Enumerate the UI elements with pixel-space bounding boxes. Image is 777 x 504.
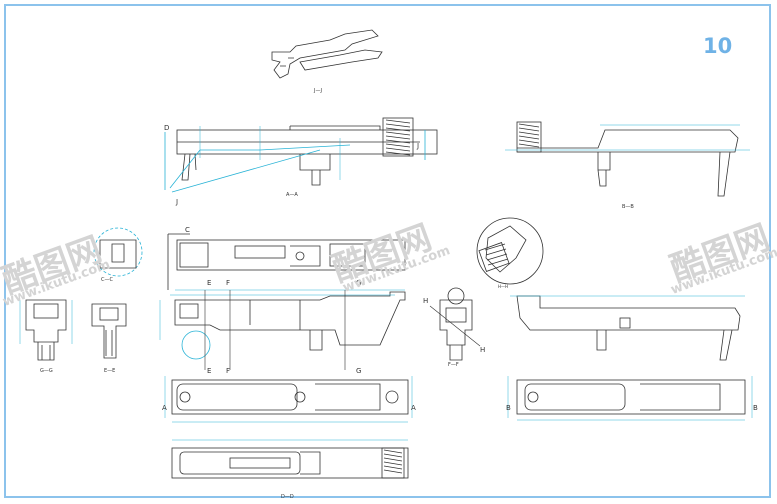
view-d-d: D—D bbox=[171, 439, 409, 500]
cut-letter-e2: E bbox=[207, 367, 211, 375]
label-d-d: D—D bbox=[281, 494, 294, 500]
view-right-elevation bbox=[510, 295, 745, 361]
label-b-b: B—B bbox=[622, 204, 634, 210]
cut-letter-h2: H bbox=[480, 346, 485, 354]
cut-letter-j1: J bbox=[416, 142, 419, 150]
label-c-c: C—C bbox=[101, 277, 113, 283]
cut-letter-f2: F bbox=[226, 367, 230, 375]
view-j-j: J—J bbox=[271, 29, 383, 94]
view-b-b: B—B bbox=[505, 121, 750, 210]
cut-letter-d: D bbox=[164, 124, 169, 132]
sheet-border bbox=[4, 4, 771, 498]
view-a-a: D J J A—A bbox=[164, 117, 438, 206]
label-h-h: H—H bbox=[498, 284, 508, 289]
view-bottom-plan-a: A A bbox=[162, 376, 416, 423]
label-j-j: J—J bbox=[313, 88, 322, 94]
cut-letter-h1: H bbox=[423, 297, 428, 305]
view-e-e: E—E bbox=[91, 303, 127, 374]
cut-letter-j2: J bbox=[175, 198, 178, 206]
label-f-f: F—F bbox=[448, 362, 459, 368]
cut-letter-g1: G bbox=[356, 279, 361, 287]
view-h-h: H—H bbox=[476, 217, 544, 289]
cut-letter-c: C bbox=[185, 226, 190, 234]
view-right-plan-b: B B bbox=[506, 376, 758, 421]
label-a-a: A—A bbox=[286, 192, 298, 198]
cut-letter-b1: B bbox=[506, 404, 511, 412]
view-f-f: F—F H H bbox=[423, 287, 485, 368]
view-top-plan: C bbox=[167, 226, 406, 290]
cut-letter-g2: G bbox=[356, 367, 361, 375]
view-elevation-mid: E E F F G G bbox=[159, 279, 406, 375]
view-g-g: G—G bbox=[19, 299, 73, 374]
label-e-e: E—E bbox=[104, 368, 115, 374]
view-c-c: C—C bbox=[93, 227, 143, 283]
cut-letter-b2: B bbox=[753, 404, 758, 412]
cut-letter-a2: A bbox=[411, 404, 416, 412]
cut-letter-a1: A bbox=[162, 404, 167, 412]
label-g-g: G—G bbox=[40, 368, 53, 374]
page-number: 10 bbox=[703, 34, 733, 58]
cut-letter-e1: E bbox=[207, 279, 211, 287]
cut-letter-f1: F bbox=[226, 279, 230, 287]
